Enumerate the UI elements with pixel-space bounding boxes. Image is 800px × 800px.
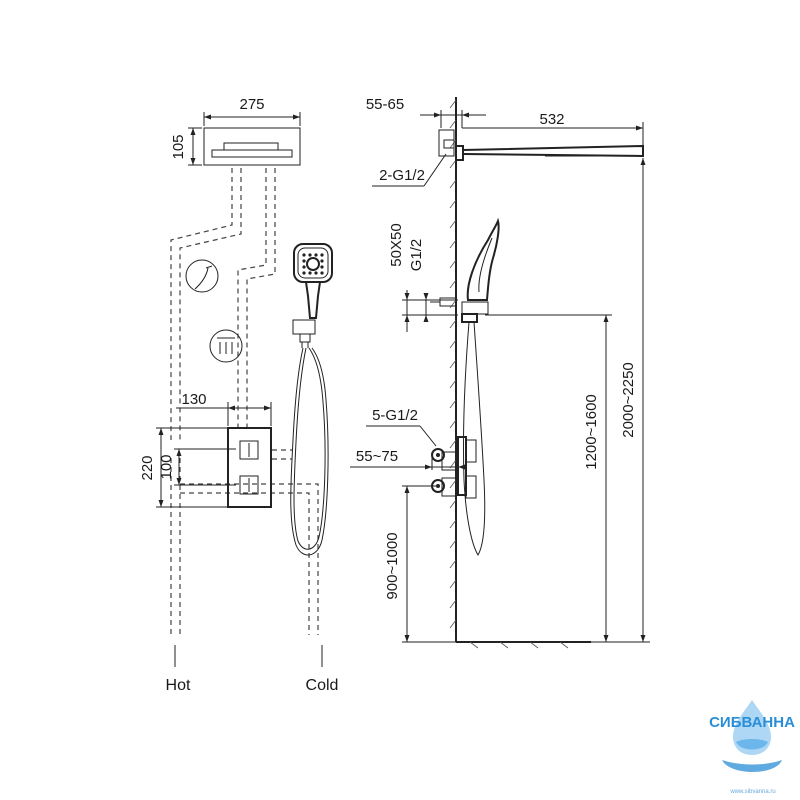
dim-valve-width-label: 130 (181, 391, 206, 408)
dim-valve-spacing: 100 (158, 448, 236, 486)
dim-valve-gap: 55~75 (350, 448, 465, 470)
concealed-pipes (170, 168, 319, 635)
dim-holder: 50X50 G1/2 (388, 223, 458, 332)
rain-shower-icon (209, 329, 243, 363)
hot-label: Hot (166, 677, 191, 694)
thermostatic-valve-front (227, 427, 272, 508)
shower-hose-side (462, 321, 486, 556)
front-view: 275 105 (139, 96, 338, 694)
dim-head-width: 275 (203, 96, 301, 126)
dim-arm-inlet-label: 2-G1/2 (379, 167, 425, 184)
dim-valve-inlets-label: 5-G1/2 (372, 407, 418, 424)
side-view: 55-65 532 2-G1/2 200 (350, 96, 650, 649)
wall (449, 97, 591, 649)
dim-arm-length: 532 (462, 111, 644, 146)
dim-head-height-range-label: 2000~2250 (620, 362, 637, 438)
rain-shower-head-front (203, 127, 301, 166)
dim-valve-height-label: 220 (139, 455, 156, 480)
cold-label: Cold (306, 677, 339, 694)
shower-arm-side (438, 129, 644, 161)
dim-holder-thread-label: G1/2 (408, 239, 425, 272)
watermark-url: www.sibvanna.ru (729, 789, 775, 795)
dim-valve-spacing-label: 100 (158, 454, 175, 479)
dim-valve-height-range-label: 900~1000 (384, 532, 401, 599)
dim-head-height: 105 (170, 127, 202, 166)
hand-shower-icon (185, 259, 219, 293)
dim-valve-height: 220 (139, 427, 228, 508)
hand-shower-side (430, 217, 500, 323)
dim-wall-gap-top: 55-65 (366, 96, 486, 128)
dim-holder-size-label: 50X50 (388, 223, 405, 266)
hand-shower-front (292, 243, 333, 348)
shower-hose-front (290, 347, 329, 556)
dim-head-height-label: 105 (170, 134, 187, 159)
dim-valve-inlets: 5-G1/2 (366, 407, 437, 447)
dim-valve-gap-label: 55~75 (356, 448, 398, 465)
dim-head-height-range: 2000~2250 (591, 158, 650, 643)
dim-arm-length-label: 532 (539, 111, 564, 128)
dim-holder-height: 1200~1600 (485, 314, 612, 642)
watermark-logo: СИБВАННА www.sibvanna.ru (709, 700, 795, 795)
dim-arm-inlet: 2-G1/2 (372, 153, 447, 187)
dim-holder-height-label: 1200~1600 (583, 394, 600, 470)
dim-valve-width: 130 (176, 391, 272, 426)
watermark-brand: СИБВАННА (709, 714, 795, 731)
dim-wall-gap-top-label: 55-65 (366, 96, 404, 113)
dim-head-width-label: 275 (239, 96, 264, 113)
dim-valve-height-range: 900~1000 (384, 485, 456, 643)
